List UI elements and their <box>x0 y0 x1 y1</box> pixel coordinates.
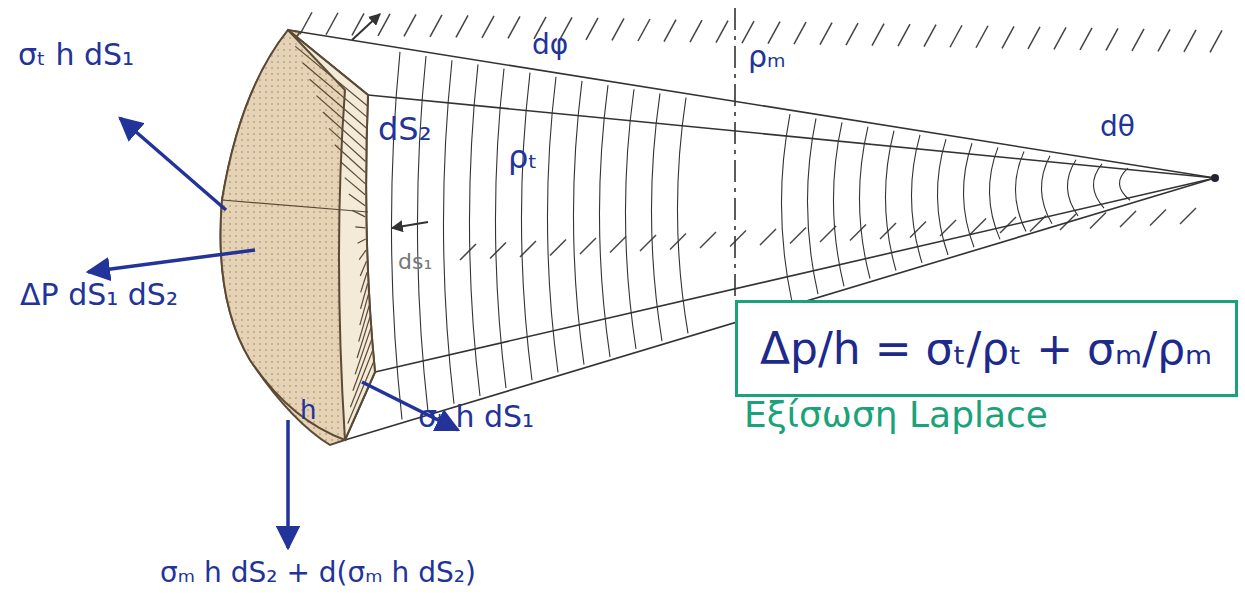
force-arrows <box>88 118 458 548</box>
wall-hatching <box>285 12 1222 260</box>
equation-box: Δp/h = σₜ/ρₜ + σₘ/ρₘΕξίσωση Laplace <box>735 300 1238 397</box>
equation: Δp/h = σₜ/ρₜ + σₘ/ρₘ <box>738 303 1235 394</box>
angle-label: dφ <box>532 30 568 61</box>
force-label: σₘ h dS₂ + d(σₘ h dS₂) <box>160 558 476 589</box>
angle-label: dθ <box>1100 112 1135 143</box>
arc-length-label: dS₂ <box>378 112 431 147</box>
force-label: σₜ h dS₁ <box>418 400 534 433</box>
force-label: σₜ h dS₁ <box>18 38 134 71</box>
arc-length-label: ds₁ <box>398 250 432 274</box>
radius-label: ρₘ <box>748 40 786 73</box>
equation-caption: Εξίσωση Laplace <box>744 394 1048 435</box>
pressure-label: ΔP dS₁ dS₂ <box>20 278 178 311</box>
thickness-label: h <box>300 396 316 425</box>
radius-label: ρₜ <box>508 140 538 175</box>
shell-element <box>221 30 375 445</box>
